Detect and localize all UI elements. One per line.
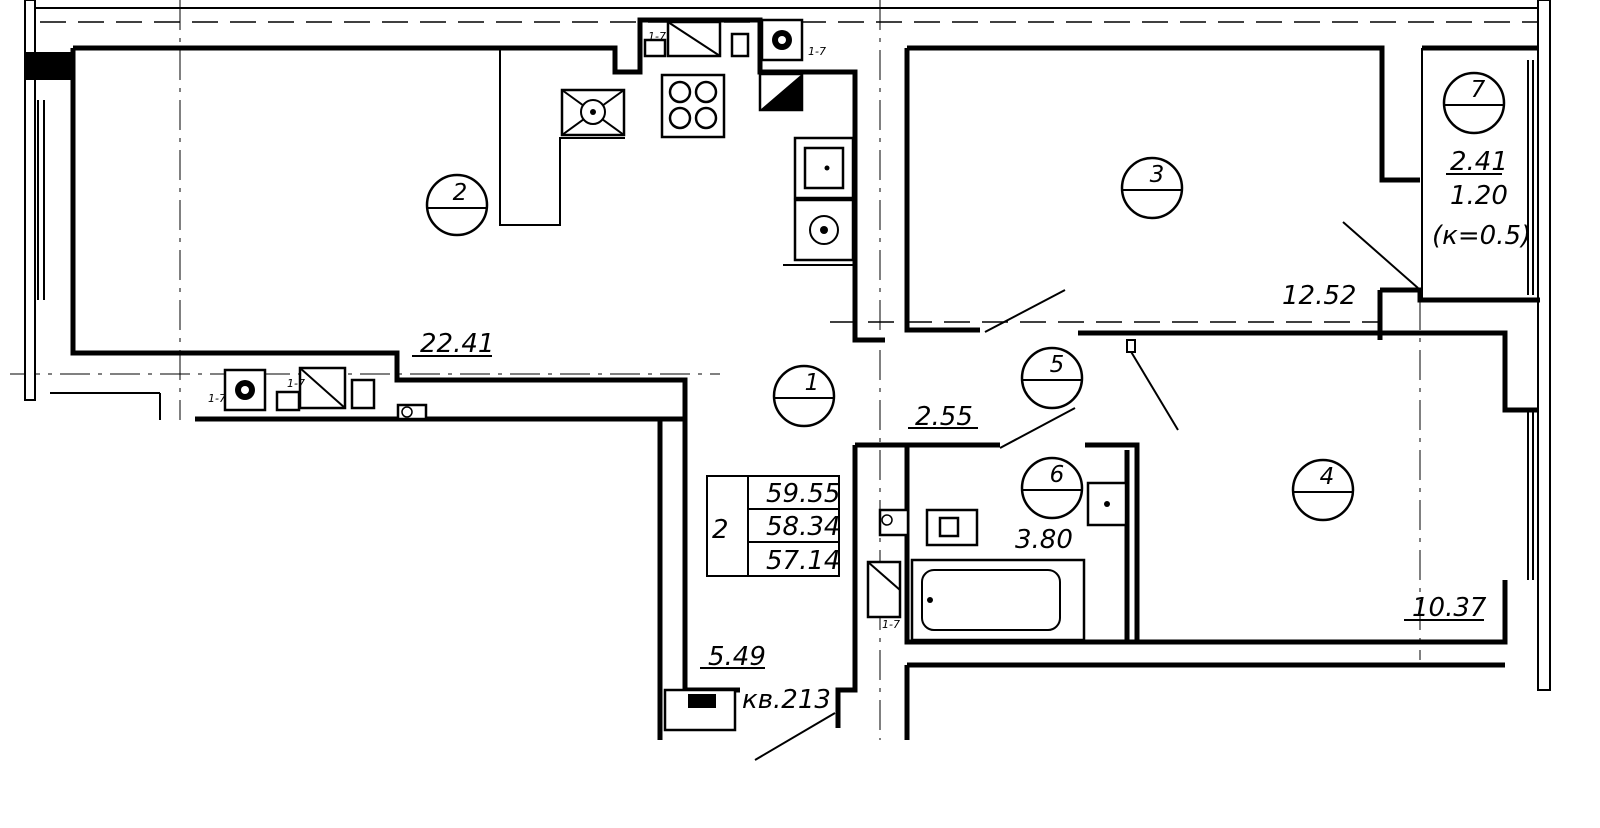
left-facade [24, 0, 161, 420]
kitchen-fixtures: 1-7 1-7 [560, 18, 855, 266]
entrance-panel [663, 688, 737, 732]
bathroom-fixtures: 1-7 [866, 481, 1128, 642]
riser-mark: 1-7 [648, 30, 666, 43]
room-area-7-reduced: 1.20 [1450, 181, 1508, 211]
riser-mark: 1-7 [287, 377, 305, 390]
room-area-7-coefficient: (к=0.5) [1432, 221, 1531, 251]
riser-mark: 1-7 [882, 618, 900, 631]
room-marker-1: 1 [772, 364, 836, 428]
doors [754, 221, 1419, 761]
living-fixtures: 1-7 1-7 [208, 366, 428, 421]
room-number: 2 [453, 180, 468, 206]
room-area-4: 10.37 [1412, 593, 1487, 623]
room-number: 5 [1050, 352, 1065, 378]
room-area-7: 2.41 [1450, 147, 1508, 177]
riser-mark: 1-7 [808, 45, 826, 58]
room-number: 3 [1150, 162, 1165, 188]
room-number: 1 [805, 370, 820, 396]
apartment-summary-table: 2 59.55 58.34 57.14 [706, 475, 840, 577]
room-area-6: 3.80 [1015, 525, 1073, 555]
room-number: 7 [1471, 77, 1486, 103]
right-facade [1527, 0, 1551, 691]
apartment-label: кв.213 [742, 685, 831, 715]
outer-boundary [34, 7, 1546, 400]
walls [70, 17, 1540, 740]
room-marker-7: 7 [1442, 71, 1506, 135]
rooms-count: 2 [712, 515, 729, 545]
total-area-reduced: 58.34 [766, 512, 840, 542]
area-labels: 5.49 22.41 12.52 10.37 2.55 3.80 2.41 1.… [412, 147, 1531, 715]
riser-mark: 1-7 [208, 392, 226, 405]
room-number: 4 [1320, 464, 1335, 490]
room-marker-2: 2 [425, 173, 489, 237]
room-marker-4: 4 [1291, 458, 1355, 522]
room-area-3: 12.52 [1282, 281, 1356, 311]
room-marker-3: 3 [1120, 156, 1184, 220]
room-area-2: 22.41 [420, 329, 494, 359]
room-marker-5: 5 [1020, 346, 1084, 410]
living-area: 57.14 [766, 546, 840, 576]
room-number: 6 [1050, 462, 1065, 488]
room-marker-6: 6 [1020, 456, 1084, 520]
total-area: 59.55 [766, 479, 840, 509]
